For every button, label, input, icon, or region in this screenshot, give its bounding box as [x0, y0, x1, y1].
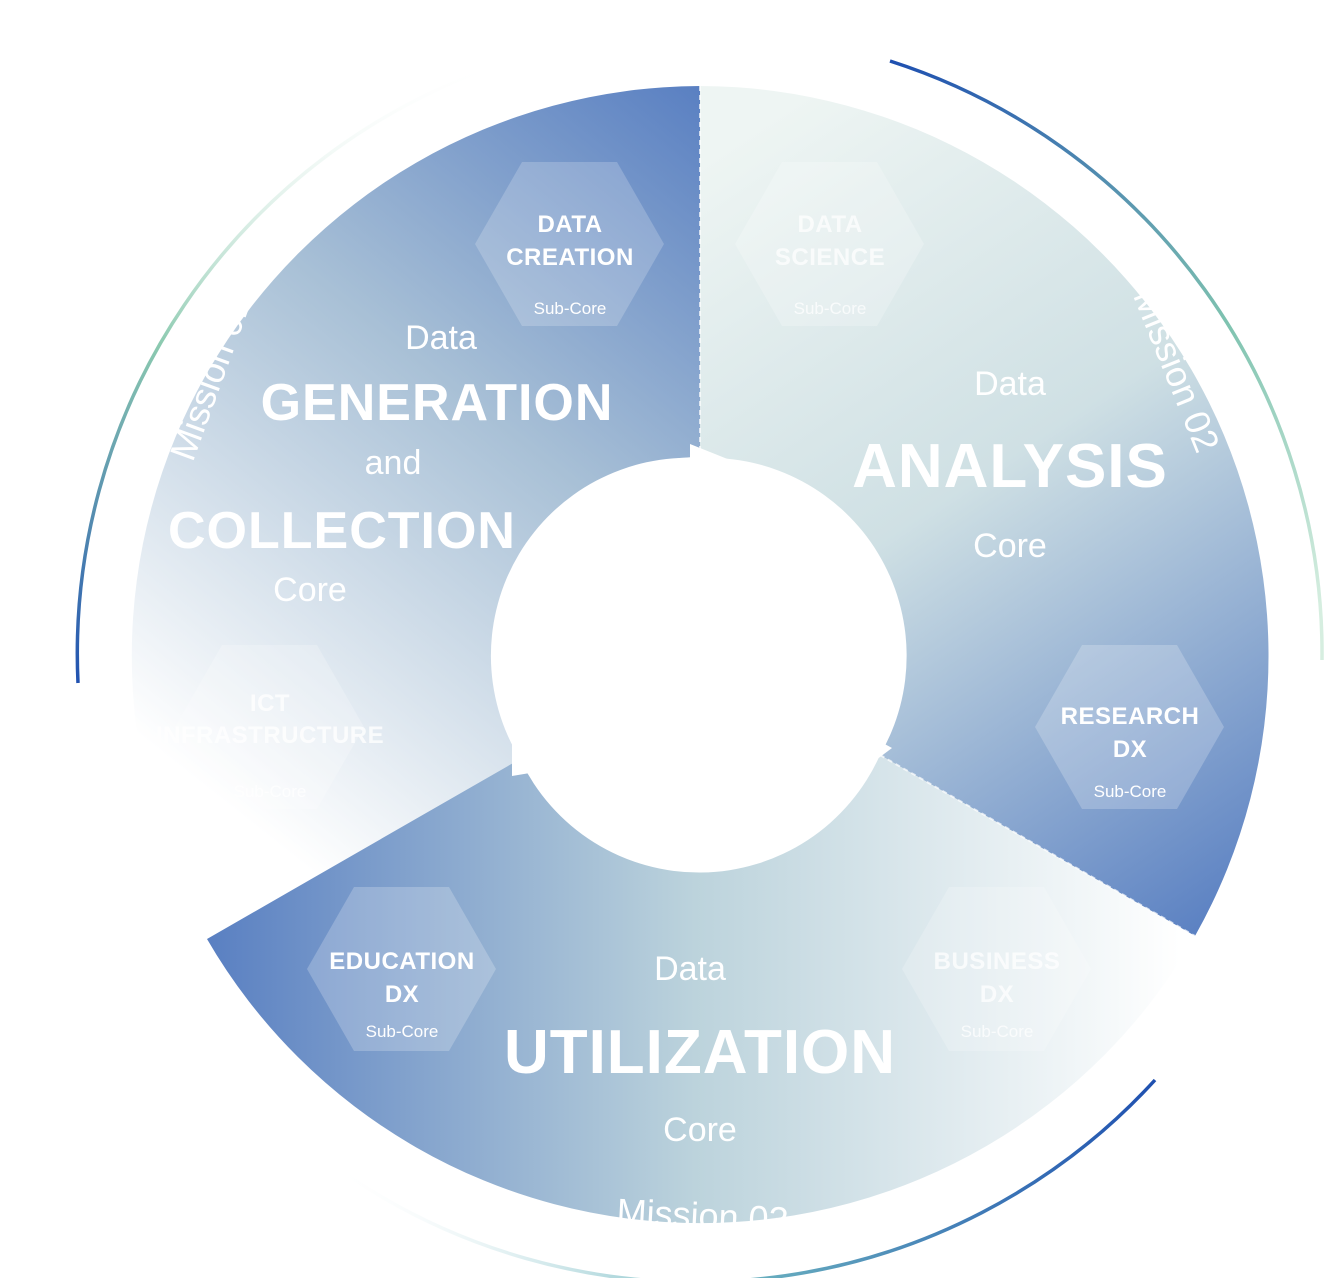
- business-dx-tag: Sub-Core: [961, 1022, 1034, 1041]
- business-dx-line1: BUSINESS: [934, 948, 1061, 975]
- divider-right: [879, 754, 1196, 937]
- data-creation-hexagon: [475, 162, 664, 326]
- utilization-title: UTILIZATION: [504, 1018, 896, 1087]
- data-science-line1: DATA: [797, 211, 862, 238]
- utilization-sector: [207, 755, 1195, 1224]
- generation-prefix: Data: [405, 319, 477, 357]
- generation-conjunction: and: [365, 444, 422, 482]
- mission-02-arc: [889, 59, 1324, 661]
- data-creation-subcore: DATA CREATION Sub-Core: [506, 211, 634, 318]
- utilization-prefix: Data: [654, 950, 726, 988]
- business-dx-subcore: BUSINESS DX Sub-Core: [934, 948, 1061, 1041]
- analysis-title: ANALYSIS: [852, 432, 1168, 501]
- mission-01-arc: [75, 64, 497, 684]
- ict-infrastructure-tag: Sub-Core: [234, 782, 307, 801]
- generation-collection-sector: [131, 86, 700, 939]
- analysis-suffix: Core: [973, 527, 1047, 565]
- education-dx-line1: EDUCATION: [329, 948, 474, 975]
- data-science-subcore: DATA SCIENCE Sub-Core: [775, 211, 885, 318]
- research-dx-hexagon: [1035, 645, 1224, 809]
- ict-infrastructure-line2: INFRASTRUCTURE: [156, 722, 384, 749]
- generation-suffix: Core: [273, 571, 347, 609]
- center-circle: [502, 457, 898, 853]
- ict-infrastructure-line1: ICT: [250, 690, 290, 717]
- analysis-core-label: Data ANALYSIS Core: [852, 365, 1168, 565]
- data-science-line2: SCIENCE: [775, 244, 885, 271]
- mission-03-label: Mission 03: [616, 1191, 790, 1241]
- analysis-sector: [700, 86, 1269, 936]
- research-dx-tag: Sub-Core: [1094, 782, 1167, 801]
- flow-arrow-right: [852, 732, 892, 778]
- flow-arrow-top: [690, 444, 735, 478]
- research-dx-line1: RESEARCH: [1061, 703, 1200, 730]
- utilization-suffix: Core: [663, 1111, 737, 1149]
- collection-title: COLLECTION: [168, 502, 516, 560]
- data-science-tag: Sub-Core: [794, 299, 867, 318]
- research-dx-line2: DX: [1113, 736, 1147, 763]
- education-dx-hexagon: [307, 887, 496, 1051]
- education-dx-subcore: EDUCATION DX Sub-Core: [329, 948, 474, 1041]
- data-science-hexagon: [735, 162, 924, 326]
- data-creation-line2: CREATION: [506, 244, 634, 271]
- analysis-prefix: Data: [974, 365, 1046, 403]
- data-creation-tag: Sub-Core: [534, 299, 607, 318]
- flow-arrow-left: [512, 722, 548, 776]
- education-dx-line2: DX: [385, 981, 419, 1008]
- generation-collection-core-label: Data GENERATION and COLLECTION Core: [168, 319, 614, 609]
- data-creation-line1: DATA: [537, 211, 602, 238]
- education-dx-tag: Sub-Core: [366, 1022, 439, 1041]
- research-dx-subcore: RESEARCH DX Sub-Core: [1061, 703, 1200, 801]
- utilization-core-label: Data UTILIZATION Core: [504, 950, 896, 1149]
- generation-title: GENERATION: [261, 374, 614, 432]
- business-dx-hexagon: [902, 887, 1091, 1051]
- business-dx-line2: DX: [980, 981, 1014, 1008]
- ict-infrastructure-hexagon: [175, 645, 364, 809]
- ict-infrastructure-subcore: ICT INFRASTRUCTURE Sub-Core: [156, 690, 384, 801]
